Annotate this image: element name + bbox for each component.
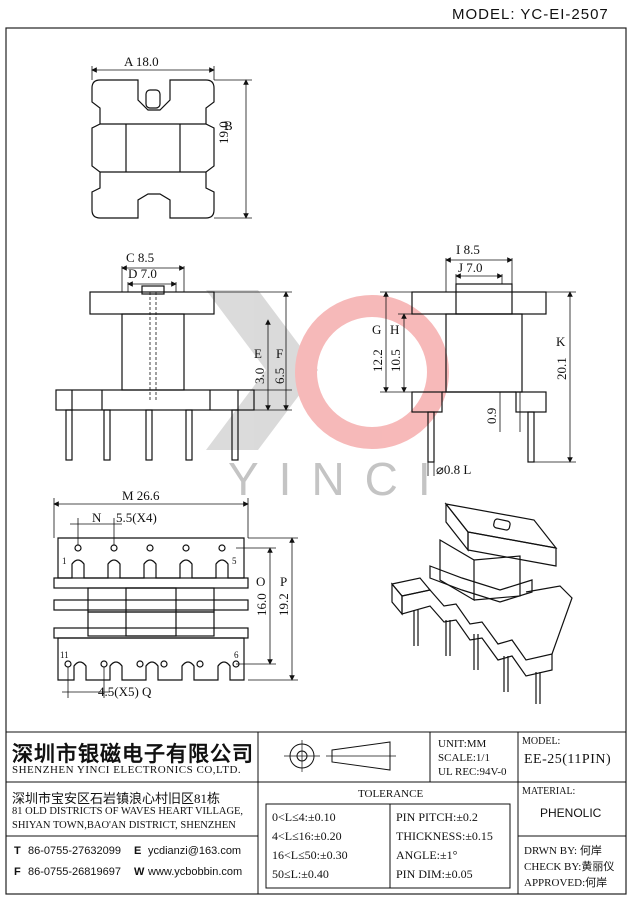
dim-b-value: 19.0 (216, 121, 231, 144)
tolerance-row-1: 0<L≤4:±0.10 (272, 810, 336, 824)
company-name-cn: 深圳市银磁电子有限公司 (12, 742, 254, 766)
tolerance-pin-dim: PIN DIM:±0.05 (396, 867, 473, 881)
web-label: W (134, 866, 145, 878)
email-value[interactable]: ycdianzi@163.com (148, 845, 242, 857)
dim-p-value: 19.2 (276, 593, 291, 616)
dim-o-label: O (256, 574, 266, 589)
web-value[interactable]: www.ycbobbin.com (148, 866, 243, 878)
dim-o-value: 16.0 (254, 593, 269, 616)
dim-g-value: 12.2 (370, 349, 385, 372)
tolerance-row-4: 50≤L:±0.40 (272, 867, 329, 881)
tolerance-title: TOLERANCE (358, 788, 424, 800)
drawn-by: DRWN BY: 何岸 (524, 845, 602, 857)
tolerance-pin-pitch: PIN PITCH:±0.2 (396, 810, 478, 824)
pin-label-11: 11 (60, 650, 69, 660)
dim-f-label: F (276, 346, 284, 361)
company-address-en-2: SHIYAN TOWN,BAO'AN DISTRICT, SHENZHEN (12, 820, 236, 831)
page-frame (5, 27, 627, 895)
dim-d: D 7.0 (128, 266, 157, 281)
side-view (380, 257, 576, 476)
dim-pin-diameter: ⌀0.8 L (436, 462, 472, 477)
material-label: MATERIAL: (522, 786, 576, 797)
ul-rec-text: UL REC:94V-0 (438, 766, 507, 778)
dim-j: J 7.0 (458, 260, 483, 275)
model-box-value: EE-25(11PIN) (524, 752, 612, 767)
pin-label-6: 6 (234, 650, 239, 660)
material-value: PHENOLIC (540, 806, 602, 820)
scale-text: SCALE:1/1 (438, 752, 490, 764)
email-label: E (134, 845, 142, 857)
top-view (91, 66, 252, 219)
check-by: CHECK BY:黄丽仪 (524, 861, 615, 873)
dim-h-value: 10.5 (388, 349, 403, 372)
tel-label: T (14, 845, 21, 857)
pin-label-1: 1 (62, 556, 67, 566)
tolerance-thickness: THICKNESS:±0.15 (396, 829, 493, 843)
dim-e-label: E (254, 346, 262, 361)
title-block-grid (6, 731, 626, 894)
tel-value: 86-0755-27632099 (28, 845, 121, 857)
dim-a: A 18.0 (124, 54, 159, 69)
model-box-label: MODEL: (522, 736, 561, 747)
dim-k-label: K (556, 334, 566, 349)
dim-h-label: H (390, 322, 400, 337)
dim-n-label: N (92, 510, 102, 525)
watermark-logo (206, 290, 449, 450)
dim-c: C 8.5 (126, 250, 155, 265)
isometric-view (390, 502, 573, 704)
dim-m: M 26.6 (122, 488, 160, 503)
dim-k-value: 20.1 (554, 357, 569, 380)
bottom-view (53, 498, 298, 698)
dim-n-value: 5.5(X4) (116, 510, 157, 525)
dim-q: 4.5(X5) Q (98, 684, 152, 699)
company-address-cn: 深圳市宝安区石岩镇浪心村旧区81栋 (12, 791, 221, 806)
dim-i: I 8.5 (456, 242, 480, 257)
fax-label: F (14, 866, 21, 878)
company-address-en-1: 81 OLD DISTRICTS OF WAVES HEART VILLAGE, (12, 806, 244, 817)
tolerance-angle: ANGLE:±1° (396, 848, 458, 862)
unit-text: UNIT:MM (438, 738, 487, 750)
dim-b-label: B (224, 118, 233, 133)
company-name-en: SHENZHEN YINCI ELECTRONICS CO,LTD. (12, 764, 242, 776)
tolerance-row-2: 4<L≤16:±0.20 (272, 829, 342, 843)
front-view (55, 265, 292, 461)
dim-f-value: 6.5 (272, 367, 287, 384)
model-title: MODEL: YC-EI-2507 (452, 6, 609, 23)
fax-value: 86-0755-26819697 (28, 866, 121, 878)
dim-e-value: 3.0 (252, 367, 267, 384)
pin-markers-top (74, 544, 226, 552)
approved-by: APPROVED:何岸 (524, 877, 608, 889)
watermark-text: YINCI (228, 453, 451, 505)
dim-09: 0.9 (484, 407, 499, 424)
dim-p-label: P (280, 574, 288, 589)
tolerance-row-3: 16<L≤50:±0.30 (272, 848, 348, 862)
pin-label-5: 5 (232, 556, 237, 566)
dim-g-label: G (372, 322, 382, 337)
